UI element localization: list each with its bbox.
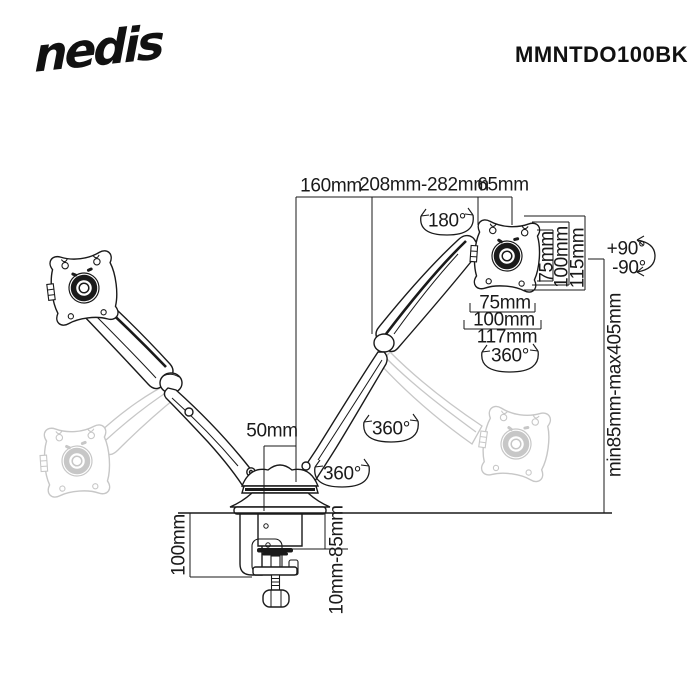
desk-thickness-label: 10mm-85mm — [326, 505, 348, 615]
clamp-height-label: 100mm — [168, 514, 190, 576]
dimension-lines — [189, 196, 605, 578]
rotation-label-360-plate: 360° — [490, 345, 530, 367]
vesa-plate-right — [468, 219, 542, 293]
dim-label-208-282mm: 208mm-282mm — [359, 174, 489, 196]
dim-label-65mm: 65mm — [477, 174, 529, 196]
tilt-label-minus90: -90° — [612, 257, 646, 279]
product-code: MMNTDO100BK — [515, 42, 688, 67]
arc-360-arm — [363, 420, 419, 443]
arc-tilt — [636, 239, 656, 273]
rotation-arcs — [314, 207, 656, 488]
tilt-label-plus90: +90° — [606, 238, 646, 260]
desk-clamp — [239, 513, 303, 608]
arc-360-plate — [481, 350, 539, 373]
ghost-vesa-plate-left — [38, 424, 112, 498]
vesa-horizontal-100mm: 100mm — [473, 309, 535, 331]
ghost-vesa-plate-right — [475, 405, 553, 483]
rotation-label-180: 180° — [427, 210, 467, 232]
vesa-plate-left — [44, 250, 121, 327]
vesa-horizontal-117mm: 117mm — [476, 326, 538, 348]
height-range-label: min85mm-max405mm — [604, 292, 626, 478]
vesa-vertical-115mm: 115mm — [567, 227, 589, 289]
ghost-arm-right — [379, 351, 483, 445]
dim-label-160mm: 160mm — [300, 175, 362, 197]
arc-180 — [420, 214, 474, 236]
arc-360-base — [314, 465, 370, 488]
vesa-horizontal-75mm: 75mm — [479, 292, 531, 314]
dim-label-50mm: 50mm — [246, 420, 298, 442]
rotation-label-360-arm: 360° — [371, 418, 411, 440]
rotation-label-360-base: 360° — [322, 463, 362, 485]
